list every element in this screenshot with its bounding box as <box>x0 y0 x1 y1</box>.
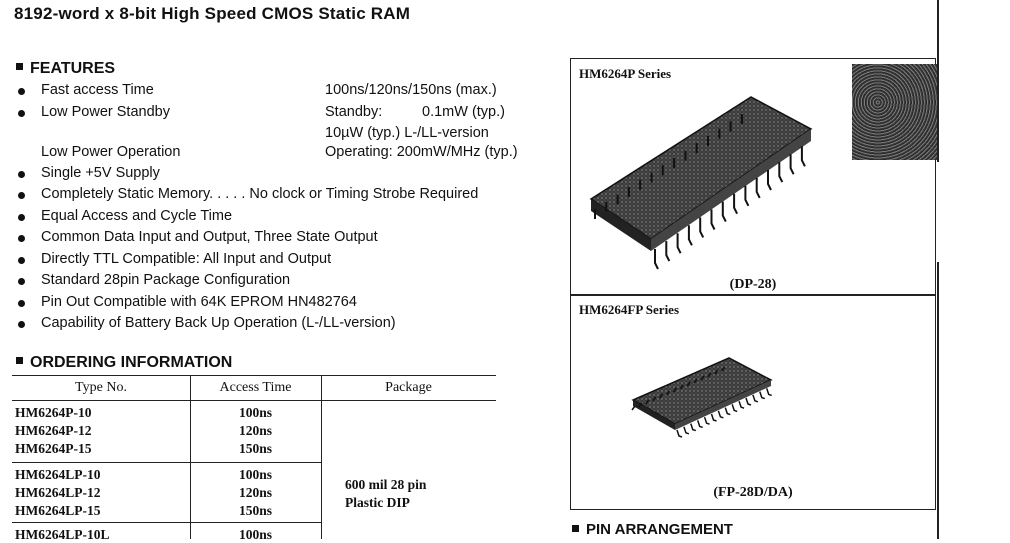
scan-artifact-block <box>852 64 938 160</box>
feature-item: Single +5V Supply <box>0 165 560 185</box>
table-rule-header <box>12 400 496 401</box>
spec-standby-ll: 10µW (typ.) L-/LL-version <box>325 125 489 141</box>
row-type-no: HM6264P-12 <box>15 423 92 438</box>
features-heading: FEATURES <box>16 60 115 78</box>
feature-item: Pin Out Compatible with 64K EPROM HN4827… <box>0 294 560 314</box>
row-type-no: HM6264LP-12 <box>15 485 101 500</box>
row-access-time: 100ns <box>238 527 272 542</box>
bullet-icon <box>18 235 25 242</box>
dip-package-box: HM6264P Series (DP-28) <box>570 58 936 296</box>
table-header-access: Access Time <box>219 380 292 395</box>
feature-item: Completely Static Memory. . . . . No clo… <box>0 186 560 206</box>
bullet-icon <box>18 192 25 199</box>
fp-series-label: HM6264FP Series <box>579 302 680 317</box>
fp-package-box: HM6264FP Series (FP-28D/DA) <box>570 294 936 510</box>
feature-item: Low Power Operation <box>0 144 560 164</box>
bullet-icon <box>18 257 25 264</box>
feature-text: Directly TTL Compatible: All Input and O… <box>41 251 332 267</box>
page-edge-line <box>937 262 939 539</box>
feature-item: Common Data Input and Output, Three Stat… <box>0 229 560 249</box>
row-type-no: HM6264LP-10L <box>15 527 110 542</box>
table-header-type: Type No. <box>75 380 127 395</box>
feature-text: Standard 28pin Package Configuration <box>41 272 291 288</box>
row-access-time: 120ns <box>238 423 272 438</box>
feature-text: Equal Access and Cycle Time <box>41 208 233 224</box>
feature-text: Pin Out Compatible with 64K EPROM HN4827… <box>41 294 357 310</box>
feature-item: Low Power Standby <box>0 104 560 124</box>
spec-standby-value: 0.1mW (typ.) <box>422 104 505 120</box>
ordering-heading: ORDERING INFORMATION <box>16 354 232 372</box>
spec-operating: Operating: 200mW/MHz (typ.) <box>325 144 518 160</box>
feature-item: Standard 28pin Package Configuration <box>0 272 560 292</box>
table-group-rule <box>12 462 321 463</box>
bullet-icon <box>18 300 25 307</box>
section-square-icon <box>16 63 23 71</box>
section-square-icon <box>16 357 23 365</box>
dip-series-label: HM6264P Series <box>579 66 672 81</box>
row-access-time: 100ns <box>238 467 272 482</box>
bullet-icon <box>18 110 25 117</box>
fp-package-label: (FP-28D/DA) <box>713 485 793 500</box>
row-access-time: 150ns <box>238 441 272 456</box>
bullet-icon <box>18 321 25 328</box>
feature-item: Equal Access and Cycle Time <box>0 208 560 228</box>
bullet-icon <box>18 278 25 285</box>
page-title: 8192-word x 8-bit High Speed CMOS Static… <box>14 4 411 23</box>
fp-chip-illustration <box>631 357 773 438</box>
spec-access: 100ns/120ns/150ns (max.) <box>325 82 497 98</box>
table-rule-top <box>12 375 496 376</box>
row-access-time: 150ns <box>238 503 272 518</box>
feature-text: Completely Static Memory. . . . . No clo… <box>41 186 479 202</box>
page-edge-line <box>937 0 939 162</box>
feature-text: Single +5V Supply <box>41 165 160 181</box>
feature-item: Capability of Battery Back Up Operation … <box>0 315 560 335</box>
feature-text: Capability of Battery Back Up Operation … <box>41 315 396 331</box>
table-divider <box>190 375 191 539</box>
package-line-2: Plastic DIP <box>345 495 410 510</box>
row-access-time: 120ns <box>238 485 272 500</box>
row-type-no: HM6264P-10 <box>15 405 92 420</box>
row-type-no: HM6264LP-15 <box>15 503 101 518</box>
table-divider <box>321 375 322 539</box>
feature-text: Common Data Input and Output, Three Stat… <box>41 229 378 245</box>
row-access-time: 100ns <box>238 405 272 420</box>
table-group-rule <box>12 522 321 523</box>
table-header-package: Package <box>385 380 432 395</box>
bullet-icon <box>18 214 25 221</box>
feature-item: Directly TTL Compatible: All Input and O… <box>0 251 560 271</box>
feature-text: Fast access Time <box>41 82 154 98</box>
row-type-no: HM6264LP-10 <box>15 467 101 482</box>
row-type-no: HM6264P-15 <box>15 441 92 456</box>
feature-text: Low Power Operation <box>41 144 181 160</box>
dip-package-label: (DP-28) <box>729 277 777 292</box>
section-square-icon <box>572 524 579 532</box>
feature-item: Fast access Time <box>0 82 560 102</box>
feature-text: Low Power Standby <box>41 104 170 120</box>
dip-chip-illustration <box>589 96 813 270</box>
pin-arrangement-heading: PIN ARRANGEMENT <box>572 521 733 538</box>
package-line-1: 600 mil 28 pin <box>345 477 427 492</box>
bullet-icon <box>18 88 25 95</box>
spec-standby-label: Standby: <box>325 104 383 120</box>
bullet-icon <box>18 171 25 178</box>
